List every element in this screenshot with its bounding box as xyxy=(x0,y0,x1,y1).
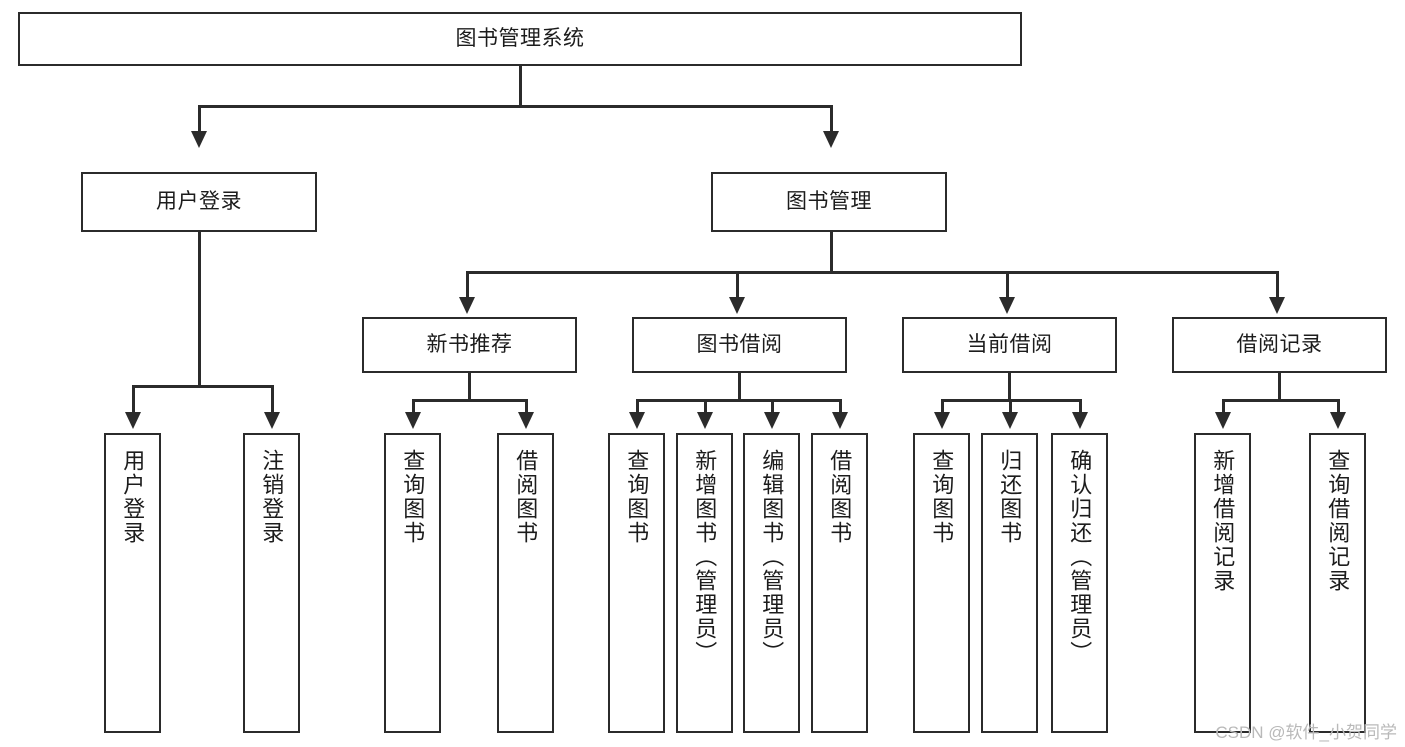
node-label: 借阅图书 xyxy=(513,449,539,545)
connector-user-login-to-leaf-1 xyxy=(132,385,135,414)
connector-new-book-stem xyxy=(468,373,471,401)
connector-borrow-record-bus xyxy=(1222,399,1339,402)
arrowhead-new-book-recommend xyxy=(459,297,475,314)
connector-cb-to-query-book xyxy=(941,399,944,414)
connector-bb-to-borrow-book xyxy=(839,399,842,414)
node-label: 编辑图书（管理员） xyxy=(759,449,785,665)
connector-bm-to-book-borrow xyxy=(736,271,739,299)
node-leaf-query-book-2[interactable]: 查询图书 xyxy=(608,433,665,733)
node-leaf-logout-login[interactable]: 注销登录 xyxy=(243,433,300,733)
arrowhead-leaf-borrow-book-2 xyxy=(832,412,848,429)
node-label: 借阅图书 xyxy=(827,449,853,545)
node-book-management-system[interactable]: 图书管理系统 xyxy=(18,12,1022,66)
node-label: 图书管理系统 xyxy=(455,26,585,50)
node-leaf-add-borrow-record[interactable]: 新增借阅记录 xyxy=(1194,433,1251,733)
node-label: 当前借阅 xyxy=(966,332,1053,356)
connector-borrow-record-stem xyxy=(1278,373,1281,401)
node-book-borrow[interactable]: 图书借阅 xyxy=(632,317,847,373)
connector-bb-to-edit-book xyxy=(771,399,774,414)
arrowhead-leaf-query-book-2 xyxy=(629,412,645,429)
node-leaf-query-book-1[interactable]: 查询图书 xyxy=(384,433,441,733)
node-new-book-recommend[interactable]: 新书推荐 xyxy=(362,317,577,373)
node-label: 图书管理 xyxy=(786,189,872,213)
node-label: 新增借阅记录 xyxy=(1210,449,1236,593)
connector-book-management-bus xyxy=(466,271,1278,274)
node-label: 新增图书（管理员） xyxy=(692,449,718,665)
connector-br-to-query-record xyxy=(1337,399,1340,414)
node-label: 归还图书 xyxy=(997,449,1023,545)
node-leaf-add-book-admin[interactable]: 新增图书（管理员） xyxy=(676,433,733,733)
node-label: 图书借阅 xyxy=(696,332,783,356)
node-label: 查询图书 xyxy=(929,449,955,545)
connector-book-borrow-bus xyxy=(636,399,841,402)
arrowhead-leaf-query-borrow-record xyxy=(1330,412,1346,429)
node-leaf-user-login[interactable]: 用户登录 xyxy=(104,433,161,733)
arrowhead-user-login xyxy=(191,131,207,148)
connector-book-management-stem xyxy=(830,232,833,272)
node-leaf-borrow-book-2[interactable]: 借阅图书 xyxy=(811,433,868,733)
watermark-text: CSDN @软件_小贺同学 xyxy=(1215,723,1397,742)
node-leaf-return-book[interactable]: 归还图书 xyxy=(981,433,1038,733)
connector-user-login-bus xyxy=(132,385,274,388)
connector-user-login-to-leaf-2 xyxy=(271,385,274,414)
node-leaf-edit-book-admin[interactable]: 编辑图书（管理员） xyxy=(743,433,800,733)
arrowhead-leaf-logout-login xyxy=(264,412,280,429)
arrowhead-leaf-borrow-book-1 xyxy=(518,412,534,429)
arrowhead-leaf-edit-book-admin xyxy=(764,412,780,429)
connector-new-book-bus xyxy=(412,399,527,402)
connector-cb-to-return-book xyxy=(1009,399,1012,414)
connector-root-to-user-login xyxy=(198,105,201,133)
connector-bm-to-current-borrow xyxy=(1006,271,1009,299)
arrowhead-leaf-return-book xyxy=(1002,412,1018,429)
connector-root-bus xyxy=(198,105,832,108)
node-label: 新书推荐 xyxy=(426,332,513,356)
arrowhead-borrow-record xyxy=(1269,297,1285,314)
arrowhead-leaf-query-book-3 xyxy=(934,412,950,429)
node-user-login[interactable]: 用户登录 xyxy=(81,172,317,232)
connector-br-to-add-record xyxy=(1222,399,1225,414)
connector-cb-to-confirm-return xyxy=(1079,399,1082,414)
connector-bb-to-add-book xyxy=(704,399,707,414)
connector-book-borrow-stem xyxy=(738,373,741,401)
connector-root-to-book-management xyxy=(830,105,833,133)
arrowhead-leaf-user-login xyxy=(125,412,141,429)
node-borrow-record[interactable]: 借阅记录 xyxy=(1172,317,1387,373)
node-label: 借阅记录 xyxy=(1236,332,1323,356)
node-label: 查询图书 xyxy=(400,449,426,545)
node-label: 查询借阅记录 xyxy=(1325,449,1351,593)
connector-bm-to-borrow-record xyxy=(1276,271,1279,299)
node-leaf-query-book-3[interactable]: 查询图书 xyxy=(913,433,970,733)
arrowhead-leaf-add-borrow-record xyxy=(1215,412,1231,429)
connector-nb-to-query-book xyxy=(412,399,415,414)
node-leaf-borrow-book-1[interactable]: 借阅图书 xyxy=(497,433,554,733)
node-leaf-confirm-return-admin[interactable]: 确认归还（管理员） xyxy=(1051,433,1108,733)
node-book-management[interactable]: 图书管理 xyxy=(711,172,947,232)
connector-bm-to-new-book xyxy=(466,271,469,299)
arrowhead-book-borrow xyxy=(729,297,745,314)
arrowhead-current-borrow xyxy=(999,297,1015,314)
node-leaf-query-borrow-record[interactable]: 查询借阅记录 xyxy=(1309,433,1366,733)
node-label: 查询图书 xyxy=(624,449,650,545)
node-label: 用户登录 xyxy=(120,449,146,545)
arrowhead-leaf-confirm-return-admin xyxy=(1072,412,1088,429)
node-label: 注销登录 xyxy=(259,449,285,545)
arrowhead-book-management xyxy=(823,131,839,148)
connector-current-borrow-stem xyxy=(1008,373,1011,401)
connector-root-stem xyxy=(519,66,522,106)
node-label: 用户登录 xyxy=(156,189,242,213)
arrowhead-leaf-query-book-1 xyxy=(405,412,421,429)
node-label: 确认归还（管理员） xyxy=(1067,449,1093,665)
connector-user-login-stem xyxy=(198,232,201,387)
connector-bb-to-query-book xyxy=(636,399,639,414)
arrowhead-leaf-add-book-admin xyxy=(697,412,713,429)
node-current-borrow[interactable]: 当前借阅 xyxy=(902,317,1117,373)
connector-nb-to-borrow-book xyxy=(525,399,528,414)
